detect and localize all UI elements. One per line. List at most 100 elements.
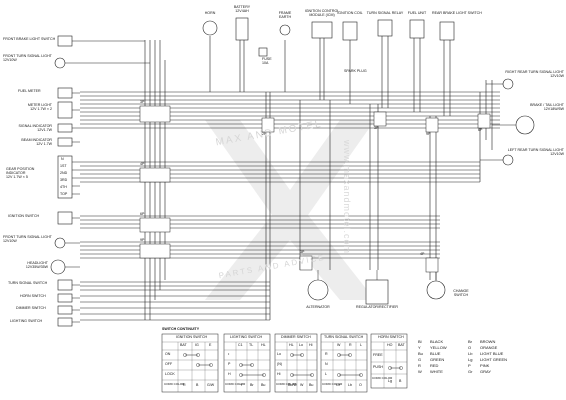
table-turn-color: Lb bbox=[348, 383, 352, 387]
table-ignition-color: B bbox=[196, 383, 199, 387]
legend-name: YELLOW bbox=[430, 345, 447, 350]
table-dimmer-col: HL bbox=[289, 343, 294, 347]
label-regulator: REGULATOR/RECTIFIER bbox=[356, 305, 398, 309]
table-lighting-row: • bbox=[228, 352, 230, 356]
table-dimmer-row: Hi bbox=[277, 372, 281, 376]
label-meter-light: METER LIGHT 12V 1.7W × 2 bbox=[27, 103, 52, 111]
right-leads bbox=[317, 83, 516, 281]
legend-name: BLUE bbox=[430, 351, 441, 356]
table-ignition-col: BAT bbox=[180, 343, 187, 347]
label-fuse: FUSE 10A bbox=[262, 57, 272, 65]
table-lighting-color: Bu bbox=[261, 383, 266, 387]
table-horn-col: HO bbox=[387, 343, 393, 347]
legend-code: Gr bbox=[468, 369, 473, 374]
label-alternator: ALTERNATOR bbox=[306, 305, 330, 309]
label-ignition-control: IGNITION CONTROL MODULE (ICM) bbox=[304, 9, 340, 17]
label-headlight: HEADLIGHT 12V35W/35W bbox=[25, 261, 48, 269]
table-turn-row: N bbox=[325, 362, 328, 366]
legend-name: ORANGE bbox=[480, 345, 498, 350]
connectors bbox=[139, 105, 491, 273]
legend-name: BROWN bbox=[480, 339, 496, 344]
table-turn-title: TURN SIGNAL SWITCH bbox=[324, 335, 364, 339]
table-turn-color-label: CORD COLOR bbox=[322, 382, 343, 386]
gear-pos-1st: 1ST bbox=[60, 164, 67, 168]
legend-name: LIGHT BLUE bbox=[480, 351, 504, 356]
connector-label-5: 2P bbox=[262, 132, 267, 136]
switch-continuity-title: SWITCH CONTINUITY bbox=[162, 327, 200, 331]
gear-pos-2nd: 2ND bbox=[60, 171, 68, 175]
label-fuel-meter: FUEL METER bbox=[18, 89, 41, 93]
table-turn-col: L bbox=[360, 343, 362, 347]
table-lighting-color-label: CORD COLOR bbox=[225, 382, 246, 386]
label-front-turn-right: FRONT TURN SIGNAL LIGHT 12V10W bbox=[3, 235, 52, 243]
legend-name: BLACK bbox=[430, 339, 444, 344]
label-lighting-switch: LIGHTING SWITCH bbox=[10, 319, 43, 323]
table-lighting-color: Br bbox=[250, 383, 254, 387]
label-turn-relay: TURN SIGNAL RELAY bbox=[366, 11, 404, 15]
legend-code: Y bbox=[418, 345, 421, 350]
continuity-links bbox=[185, 354, 401, 376]
table-horn-row: FREE bbox=[373, 353, 383, 357]
watermark-vertical: www.maxandmotel.com bbox=[342, 140, 352, 255]
legend-code: Bl bbox=[418, 339, 422, 344]
watermark-logo bbox=[205, 120, 375, 300]
label-ignition-coil: IGNITION COIL bbox=[337, 11, 363, 15]
table-lighting-col: HL bbox=[261, 343, 266, 347]
table-dimmer-col: Hi bbox=[309, 343, 313, 347]
table-dimmer-color: W bbox=[300, 383, 304, 387]
table-turn-row: R bbox=[325, 352, 328, 356]
label-front-brake-switch: FRONT BRAKE LIGHT SWITCH bbox=[3, 37, 56, 41]
table-turn-color: O bbox=[359, 383, 362, 387]
table-lighting-row: P bbox=[228, 362, 231, 366]
label-beam-indicator: BEAM INDICATOR 12V 1.7W bbox=[21, 138, 52, 146]
connector-label-6: 3P bbox=[374, 126, 379, 130]
top-components bbox=[202, 17, 455, 57]
right-components bbox=[307, 78, 535, 305]
label-frame-earth: FRAME EARTH bbox=[278, 11, 292, 19]
gear-pos-3rd: 3RD bbox=[60, 178, 68, 182]
connector-label-10: 3P bbox=[300, 250, 305, 254]
left-leads bbox=[65, 40, 150, 323]
table-turn-color: Gr bbox=[336, 383, 340, 387]
table-dimmer-title: DIMMER SWITCH bbox=[281, 335, 311, 339]
legend-name: GRAY bbox=[480, 369, 492, 374]
label-signal-indicator: SIGNAL INDICATOR 12V1.7W bbox=[18, 124, 52, 132]
table-ignition-row: LOCK bbox=[165, 372, 175, 376]
table-ignition-col: E bbox=[209, 343, 212, 347]
label-horn: HORN bbox=[204, 11, 216, 15]
table-ignition-row: ON bbox=[165, 352, 171, 356]
label-front-turn-left: FRONT TURN SIGNAL LIGHT 12V10W bbox=[3, 54, 52, 62]
label-battery: BATTERY 12V4AH bbox=[233, 5, 251, 13]
label-gear-indicator: GEAR POSITION INDICATOR 12V 1.7W × 5 bbox=[6, 167, 35, 179]
table-lighting-title: LIGHTING SWITCH bbox=[230, 335, 263, 339]
table-lighting-row: H bbox=[228, 372, 231, 376]
legend-code: R bbox=[418, 363, 421, 368]
vertical-trunks bbox=[144, 36, 493, 320]
table-horn-row: PUSH bbox=[373, 365, 383, 369]
table-ignition-col: IG bbox=[195, 343, 199, 347]
table-dimmer-row: Lo bbox=[277, 352, 281, 356]
table-lighting-color: Y bbox=[240, 383, 243, 387]
table-gridlines bbox=[162, 341, 407, 392]
label-change-switch: CHANGE SWITCH bbox=[453, 289, 469, 297]
table-lighting-col: TL bbox=[249, 343, 254, 347]
label-fuel-unit: FUEL UNIT bbox=[407, 11, 427, 15]
table-lighting-col: C1 bbox=[238, 343, 243, 347]
label-rear-brake-switch: REAR BRAKE LIGHT SWITCH bbox=[432, 11, 482, 15]
label-dimmer-switch: DIMMER SWITCH bbox=[16, 306, 46, 310]
connector-label-8: 6P bbox=[478, 128, 483, 132]
legend-name: PINK bbox=[480, 363, 490, 368]
label-brake-tail: BRAKE / TAIL LIGHT 12V18W/5W bbox=[530, 103, 564, 111]
legend-code: O bbox=[468, 345, 472, 350]
table-dimmer-color-label: CORD COLOR bbox=[276, 382, 297, 386]
legend-code: Lg bbox=[468, 357, 473, 362]
gear-pos-n: N bbox=[61, 157, 64, 161]
table-ignition-color: R bbox=[183, 383, 186, 387]
table-ignition-color-label: CORD COLOR bbox=[164, 382, 185, 386]
table-horn-color-label: CORD COLOR bbox=[372, 376, 393, 380]
connector-label-7: 9P bbox=[426, 132, 431, 136]
label-horn-switch: HORN SWITCH bbox=[20, 294, 46, 298]
legend-code: Lb bbox=[468, 351, 473, 356]
table-horn-title: HORN SWITCH bbox=[378, 335, 404, 339]
